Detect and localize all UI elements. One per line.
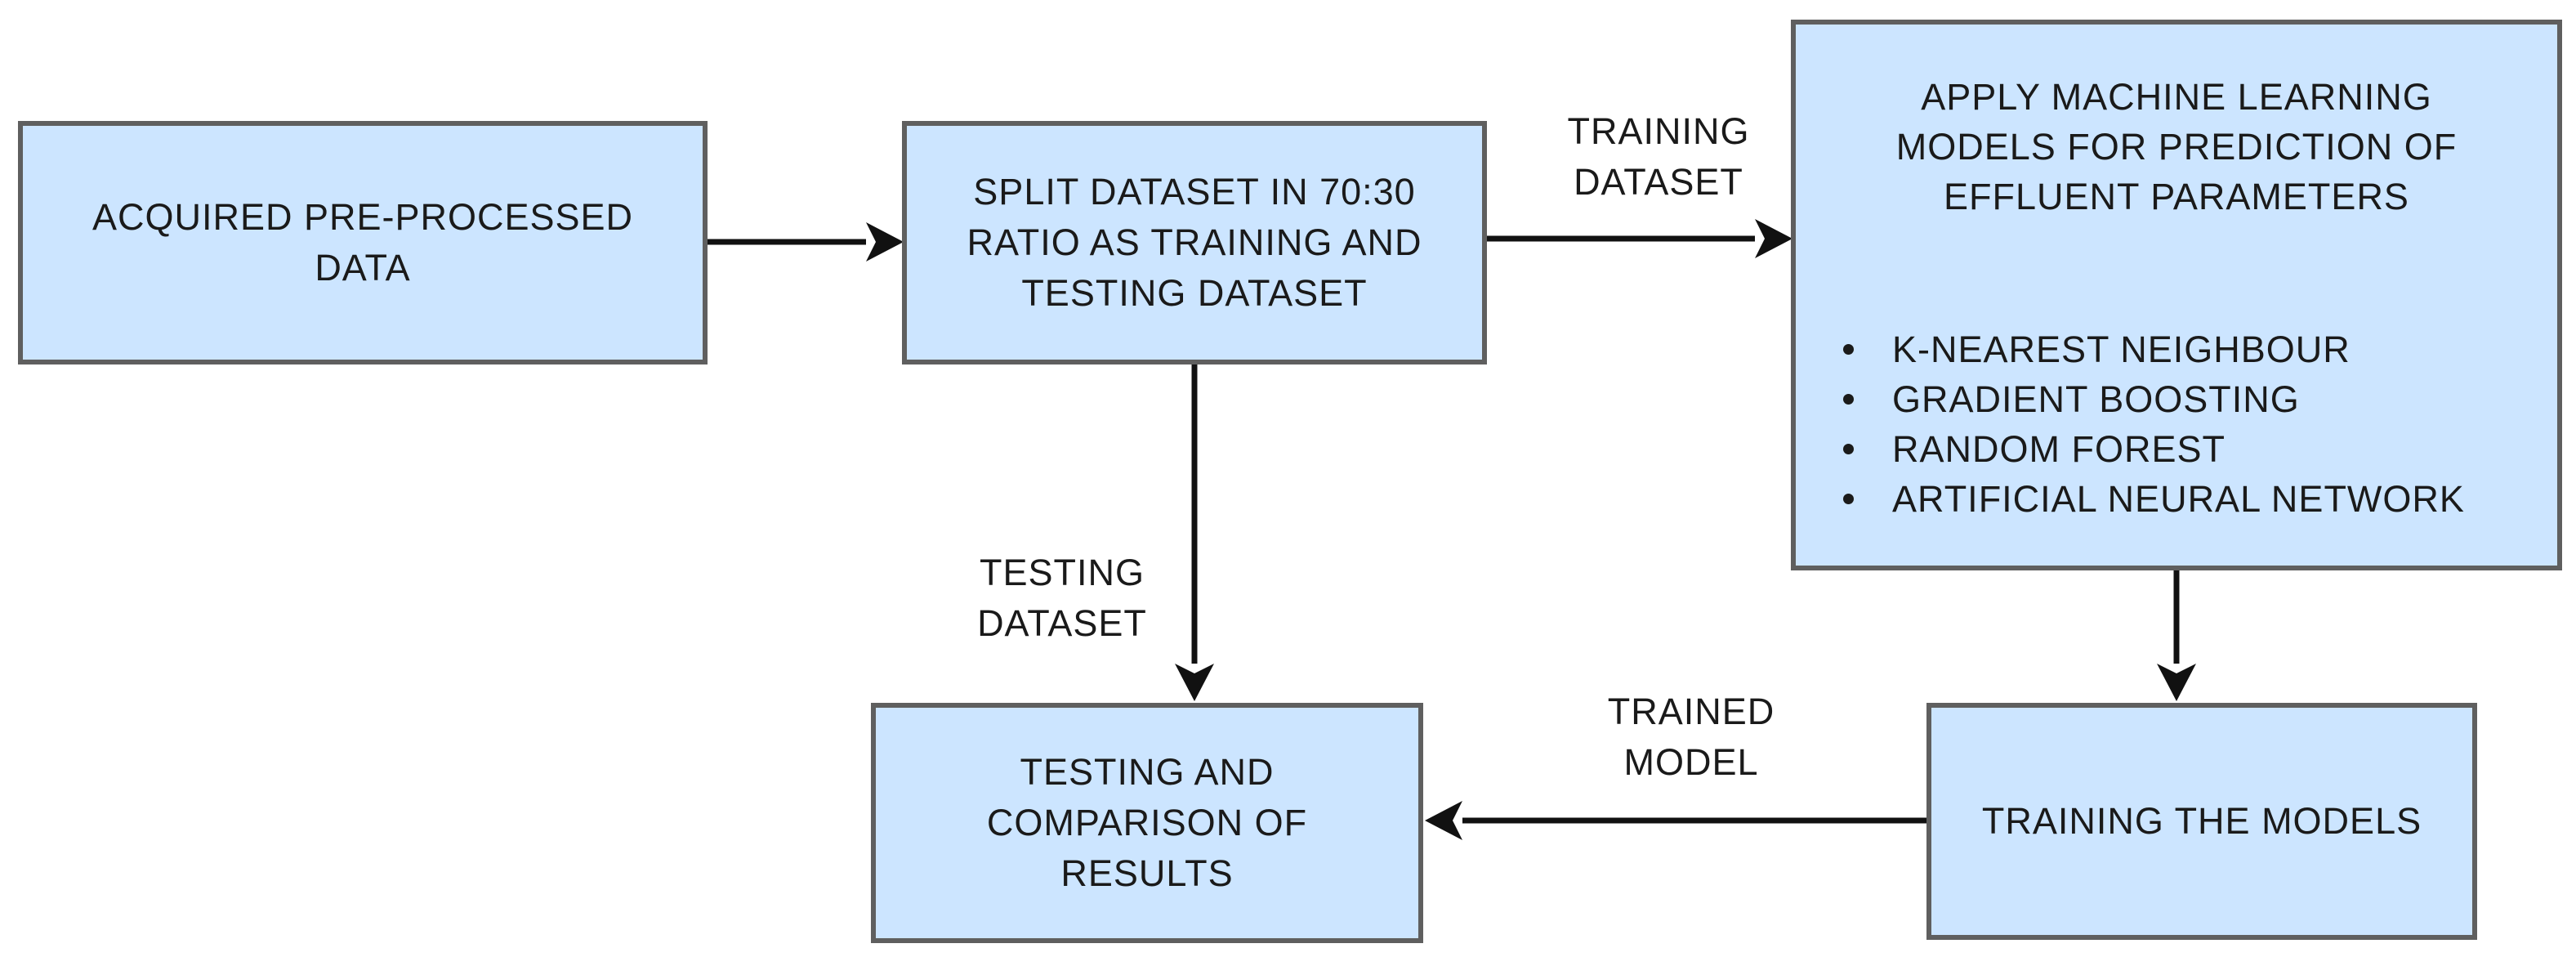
model-list-item-label: RANDOM FOREST [1892,428,2226,470]
edge-label-testing-dataset: TESTING DATASET [940,548,1185,649]
arrow-split-to-apply-ml [1484,219,1792,258]
edge-label-testing-dataset-line-2: DATASET [977,602,1147,644]
node-split-line-3: TESTING DATASET [1021,272,1368,314]
node-apply-ml-title: APPLY MACHINE LEARNING MODELS FOR PREDIC… [1796,72,2557,221]
bullet-icon [1843,394,1854,405]
node-apply-ml-title-line-3: EFFLUENT PARAMETERS [1944,176,2409,217]
model-list-item-label: GRADIENT BOOSTING [1892,378,2300,420]
node-acquired-line-1: ACQUIRED PRE-PROCESSED [92,196,634,238]
node-testing-comparison: TESTING AND COMPARISON OF RESULTS [871,703,1423,943]
model-list-item: GRADIENT BOOSTING [1843,374,2557,424]
node-testing-line-2: COMPARISON OF [986,802,1308,843]
edge-label-trained-model: TRAINED MODEL [1569,686,1814,788]
model-list: K-NEAREST NEIGHBOUR GRADIENT BOOSTING RA… [1796,324,2557,524]
edge-label-training-dataset: TRAINING DATASET [1536,106,1781,208]
node-training-line-1: TRAINING THE MODELS [1981,800,2422,842]
node-testing-line-3: RESULTS [1060,852,1234,894]
node-split-line-2: RATIO AS TRAINING AND [967,221,1422,263]
bullet-icon [1843,344,1854,355]
arrow-split-to-testing [1175,362,1214,701]
node-split-dataset: SPLIT DATASET IN 70:30 RATIO AS TRAINING… [902,121,1487,364]
model-list-item-label: K-NEAREST NEIGHBOUR [1892,329,2351,370]
node-apply-ml-title-line-1: APPLY MACHINE LEARNING [1921,76,2432,118]
node-training-models: TRAINING THE MODELS [1926,703,2477,940]
node-apply-ml-models: APPLY MACHINE LEARNING MODELS FOR PREDIC… [1791,20,2562,570]
model-list-item: RANDOM FOREST [1843,424,2557,474]
model-list-item-label: ARTIFICIAL NEURAL NETWORK [1892,478,2465,520]
node-testing-line-1: TESTING AND [1020,751,1275,793]
node-acquired-line-2: DATA [315,247,411,288]
edge-label-training-dataset-line-2: DATASET [1574,161,1743,203]
bullet-icon [1843,444,1854,454]
arrow-training-to-testing [1425,801,1930,840]
model-list-item: K-NEAREST NEIGHBOUR [1843,324,2557,374]
edge-label-trained-model-line-2: MODEL [1623,741,1759,783]
model-list-item: ARTIFICIAL NEURAL NETWORK [1843,474,2557,524]
node-split-line-1: SPLIT DATASET IN 70:30 [973,171,1416,212]
node-apply-ml-title-line-2: MODELS FOR PREDICTION OF [1895,126,2458,168]
node-acquired-data: ACQUIRED PRE-PROCESSED DATA [18,121,708,364]
arrow-acquired-to-split [703,222,904,262]
bullet-icon [1843,494,1854,504]
edge-label-trained-model-line-1: TRAINED [1607,691,1775,732]
edge-label-testing-dataset-line-1: TESTING [979,552,1145,593]
edge-label-training-dataset-line-1: TRAINING [1567,110,1750,152]
arrow-apply-ml-to-training [2157,570,2196,701]
